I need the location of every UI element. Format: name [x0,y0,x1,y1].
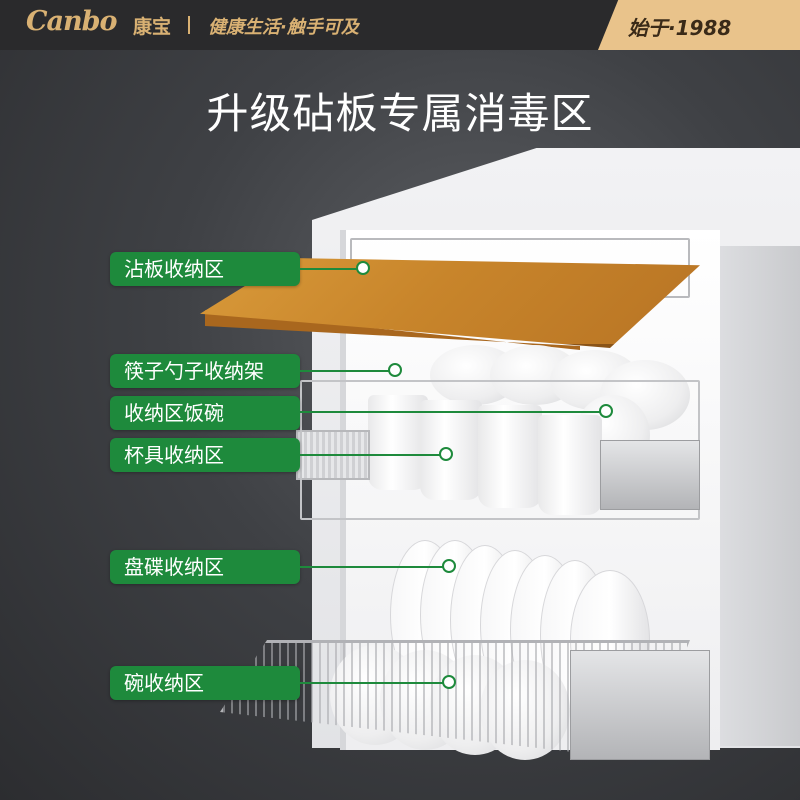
header-divider [188,16,190,34]
cup [368,395,428,490]
lower-slide-rail [570,650,710,760]
leader-line [300,268,362,270]
leader-line [300,454,445,456]
cup [478,405,542,508]
hotspot-dot [388,363,402,377]
leader-line [300,370,394,372]
hotspot-dot [439,447,453,461]
page-headline: 升级砧板专属消毒区 [206,89,594,138]
label-chopsticks-rack: 筷子勺子收纳架 [110,354,300,388]
since-badge [598,0,800,50]
label-bowls: 碗收纳区 [110,666,300,700]
label-cutting-board: 沾板收纳区 [110,252,300,286]
hotspot-dot [356,261,370,275]
cabinet-side-panel [720,246,800,746]
cup [538,415,602,515]
brand-logo-cn: 康宝 [133,16,172,38]
label-rice-bowl: 收纳区饭碗 [110,396,300,430]
hotspot-dot [599,404,613,418]
upper-slide-rail [600,440,700,510]
hotspot-dot [442,675,456,689]
leader-line [300,411,605,413]
leader-line [300,682,448,684]
brand-logo-en: Canbo [26,6,118,37]
leader-line [300,566,448,568]
brand-slogan: 健康生活·触手可及 [208,17,359,38]
label-plates: 盘碟收纳区 [110,550,300,584]
since-text: 始于·1988 [628,16,732,40]
hotspot-dot [442,559,456,573]
label-cups: 杯具收纳区 [110,438,300,472]
